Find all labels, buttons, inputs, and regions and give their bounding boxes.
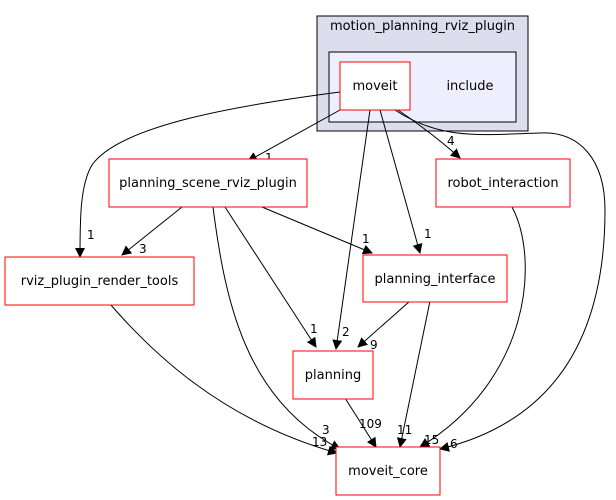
node-box-robot-interaction[interactable] [435,158,571,208]
edge-moveit-robot-interaction[interactable] [397,109,461,159]
node-box-moveit-core[interactable] [335,446,441,496]
node-moveit[interactable]: moveit [339,61,411,111]
edge-moveit-psrp[interactable] [247,109,341,162]
edge-label-moveit-planning-interface: 1 [424,227,432,241]
edge-robot-interaction-moveit-core[interactable] [419,206,526,448]
node-box-moveit[interactable] [339,61,411,111]
edge-moveit-planning[interactable] [332,109,371,350]
edge-moveit-moveit-core[interactable] [394,109,606,452]
node-label-robot-interaction: robot_interaction [447,176,558,191]
edge-label-planning-interface-planning: 9 [370,338,378,352]
edge-label-planning-interface-moveit-core: 11 [397,423,412,437]
edge-label-psrp-planning: 1 [310,322,318,336]
node-box-planning-scene-rviz-plugin[interactable] [108,158,308,208]
edge-label-psrp-planning-interface: 1 [362,232,370,246]
edge-label-psrp-rviz-render: 3 [139,242,147,256]
edge-planning-interface-moveit-core[interactable] [396,300,431,448]
node-box-rviz-plugin-render-tools[interactable] [4,256,195,306]
node-rviz-plugin-render-tools[interactable]: rviz_plugin_render_tools [4,256,195,306]
edge-label-moveit-psrp: 1 [265,151,273,165]
edge-labels: 1 4 1 1 2 6 3 1 1 3 9 11 15 13 109 [87,134,458,451]
node-moveit-core[interactable]: moveit_core [335,446,441,496]
edge-label-moveit-robot-interaction: 4 [447,134,455,148]
edge-psrp-planning[interactable] [224,206,317,348]
edge-planning-moveit-core[interactable] [344,397,377,448]
edge-psrp-rviz-render[interactable] [121,206,183,256]
node-label-planning-scene-rviz-plugin: planning_scene_rviz_plugin [119,176,297,191]
inner-cluster-label: include [446,79,493,94]
node-box-planning-interface[interactable] [362,254,508,303]
edges [75,91,606,456]
edge-label-rviz-render-moveit-core: 13 [312,435,327,449]
node-label-moveit: moveit [352,79,397,94]
node-label-moveit-core: moveit_core [348,464,428,479]
edge-moveit-rviz-render[interactable] [75,91,341,258]
outer-cluster-label: motion_planning_rviz_plugin [330,19,515,34]
edge-moveit-planning-interface[interactable] [379,109,423,254]
node-planning-interface[interactable]: planning_interface [362,254,508,303]
edge-label-moveit-planning: 2 [342,325,350,339]
edge-rviz-render-moveit-core[interactable] [109,303,338,456]
node-planning-scene-rviz-plugin[interactable]: planning_scene_rviz_plugin [108,158,308,208]
node-label-rviz-plugin-render-tools: rviz_plugin_render_tools [21,274,179,289]
edge-planning-interface-planning[interactable] [357,300,411,348]
node-label-planning: planning [305,368,361,383]
edge-psrp-planning-interface[interactable] [261,206,373,255]
node-box-planning[interactable] [292,350,374,400]
edge-label-psrp-moveit-core: 3 [322,423,330,437]
edge-label-planning-moveit-core: 109 [359,417,382,431]
edge-label-moveit-moveit-core: 6 [450,437,458,451]
node-planning[interactable]: planning [292,350,374,400]
node-robot-interaction[interactable]: robot_interaction [435,158,571,208]
edge-psrp-moveit-core[interactable] [212,206,341,450]
edge-label-moveit-rviz-render: 1 [87,228,95,242]
edge-label-robot-interaction-moveit-core: 15 [424,433,439,447]
node-label-planning-interface: planning_interface [375,272,496,287]
